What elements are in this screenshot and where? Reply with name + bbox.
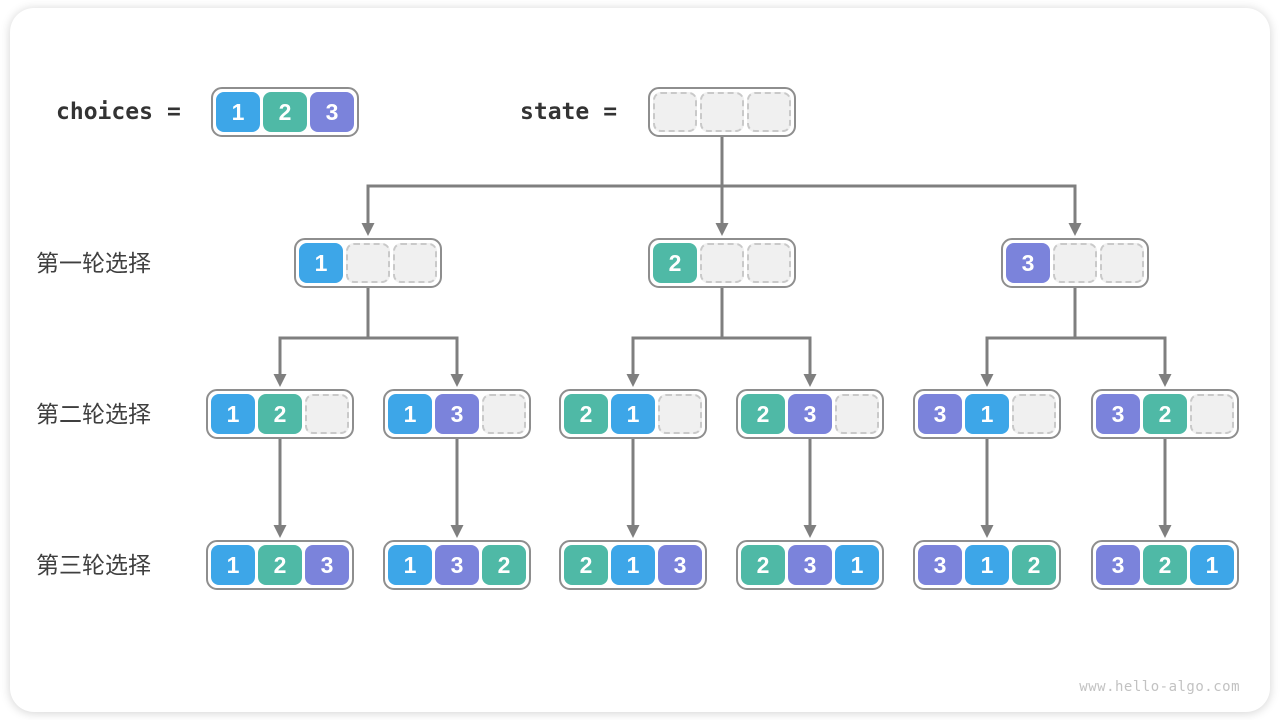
row-label-round-3: 第三轮选择 — [36, 552, 151, 578]
choices-label-text: choices — [56, 99, 153, 125]
cell-1: 1 — [611, 394, 655, 434]
state-array-box — [648, 87, 796, 137]
cell-1: 1 — [299, 243, 343, 283]
round1-state-box: 1 — [294, 238, 442, 288]
cell-1: 1 — [611, 545, 655, 585]
empty-cell — [700, 92, 744, 132]
empty-cell — [393, 243, 437, 283]
empty-cell — [747, 92, 791, 132]
round1-state-box: 3 — [1001, 238, 1149, 288]
empty-cell — [835, 394, 879, 434]
choices-label: choices = — [56, 87, 181, 137]
cell-3: 3 — [435, 394, 479, 434]
empty-cell — [346, 243, 390, 283]
empty-cell — [653, 92, 697, 132]
cell-2: 2 — [258, 545, 302, 585]
cell-3: 3 — [918, 394, 962, 434]
cell-2: 2 — [741, 545, 785, 585]
cell-1: 1 — [388, 545, 432, 585]
cell-2: 2 — [1012, 545, 1056, 585]
cell-3: 3 — [918, 545, 962, 585]
cell-1: 1 — [965, 394, 1009, 434]
row-label-round-1: 第一轮选择 — [36, 250, 151, 276]
cell-3: 3 — [788, 545, 832, 585]
cell-2: 2 — [263, 92, 307, 132]
state-equals-sign: = — [603, 99, 618, 125]
cell-2: 2 — [741, 394, 785, 434]
empty-cell — [1053, 243, 1097, 283]
cell-3: 3 — [435, 545, 479, 585]
cell-1: 1 — [1190, 545, 1234, 585]
empty-cell — [1100, 243, 1144, 283]
cell-2: 2 — [564, 394, 608, 434]
round1-state-box: 2 — [648, 238, 796, 288]
empty-cell — [1190, 394, 1234, 434]
cell-1: 1 — [216, 92, 260, 132]
cell-3: 3 — [310, 92, 354, 132]
diagram-card — [10, 8, 1270, 712]
cell-1: 1 — [388, 394, 432, 434]
row-label-round-2: 第二轮选择 — [36, 401, 151, 427]
watermark: www.hello-algo.com — [1079, 679, 1240, 695]
cell-3: 3 — [658, 545, 702, 585]
cell-2: 2 — [564, 545, 608, 585]
cell-2: 2 — [653, 243, 697, 283]
cell-3: 3 — [1006, 243, 1050, 283]
cell-2: 2 — [1143, 394, 1187, 434]
state-label: state = — [520, 87, 617, 137]
cell-1: 1 — [211, 394, 255, 434]
cell-1: 1 — [835, 545, 879, 585]
choices-equals-sign: = — [166, 99, 181, 125]
cell-3: 3 — [1096, 545, 1140, 585]
cell-3: 3 — [305, 545, 349, 585]
empty-cell — [700, 243, 744, 283]
cell-2: 2 — [482, 545, 526, 585]
empty-cell — [747, 243, 791, 283]
empty-cell — [1012, 394, 1056, 434]
state-label-text: state — [520, 99, 590, 125]
cell-3: 3 — [1096, 394, 1140, 434]
empty-cell — [658, 394, 702, 434]
cell-3: 3 — [788, 394, 832, 434]
cell-2: 2 — [258, 394, 302, 434]
empty-cell — [305, 394, 349, 434]
cell-1: 1 — [211, 545, 255, 585]
cell-1: 1 — [965, 545, 1009, 585]
empty-cell — [482, 394, 526, 434]
cell-2: 2 — [1143, 545, 1187, 585]
